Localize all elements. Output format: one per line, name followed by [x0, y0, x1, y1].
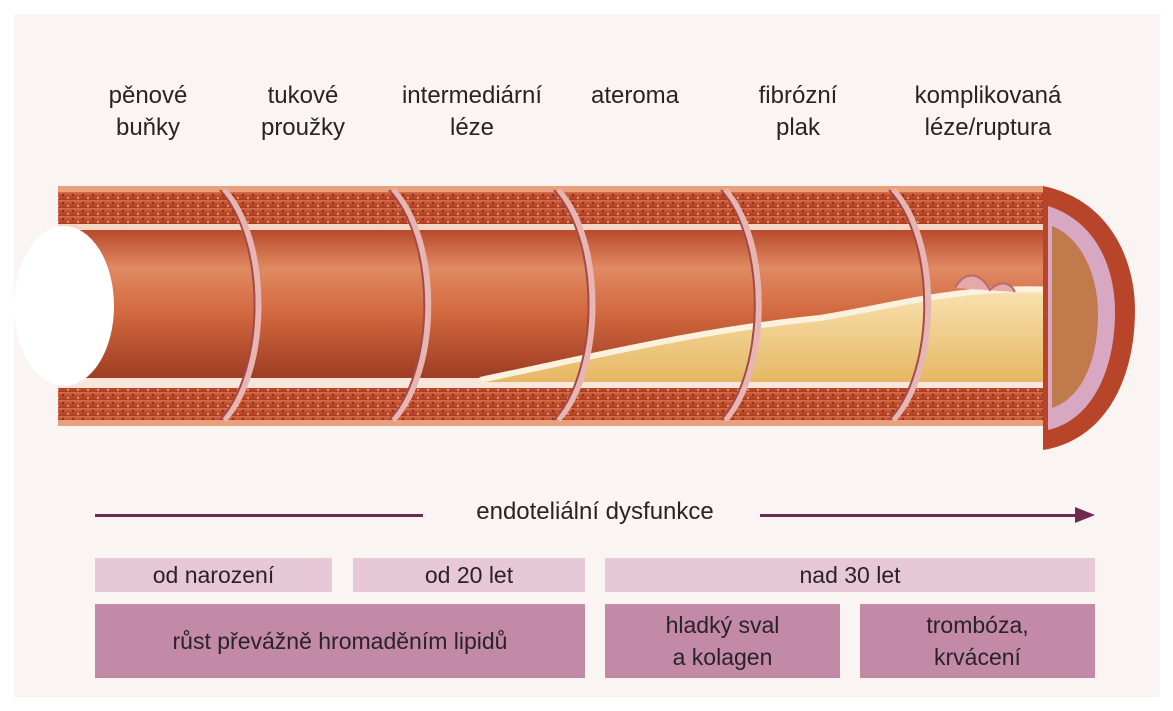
- arrow-label: endoteliální dysfunkce: [95, 498, 1095, 526]
- mechanism-smooth-muscle: hladký sval a kolagen: [605, 604, 840, 678]
- age-band-over-30: nad 30 let: [605, 558, 1095, 592]
- mechanism-lipid-accumulation: růst převážně hromaděním lipidů: [95, 604, 585, 678]
- age-band-from-birth: od narození: [95, 558, 332, 592]
- vessel-opening: [14, 226, 114, 386]
- mechanism-thrombosis: trombóza, krvácení: [860, 604, 1095, 678]
- age-band-from-20: od 20 let: [353, 558, 585, 592]
- endothelial-dysfunction-arrow: endoteliální dysfunkce: [95, 495, 1095, 535]
